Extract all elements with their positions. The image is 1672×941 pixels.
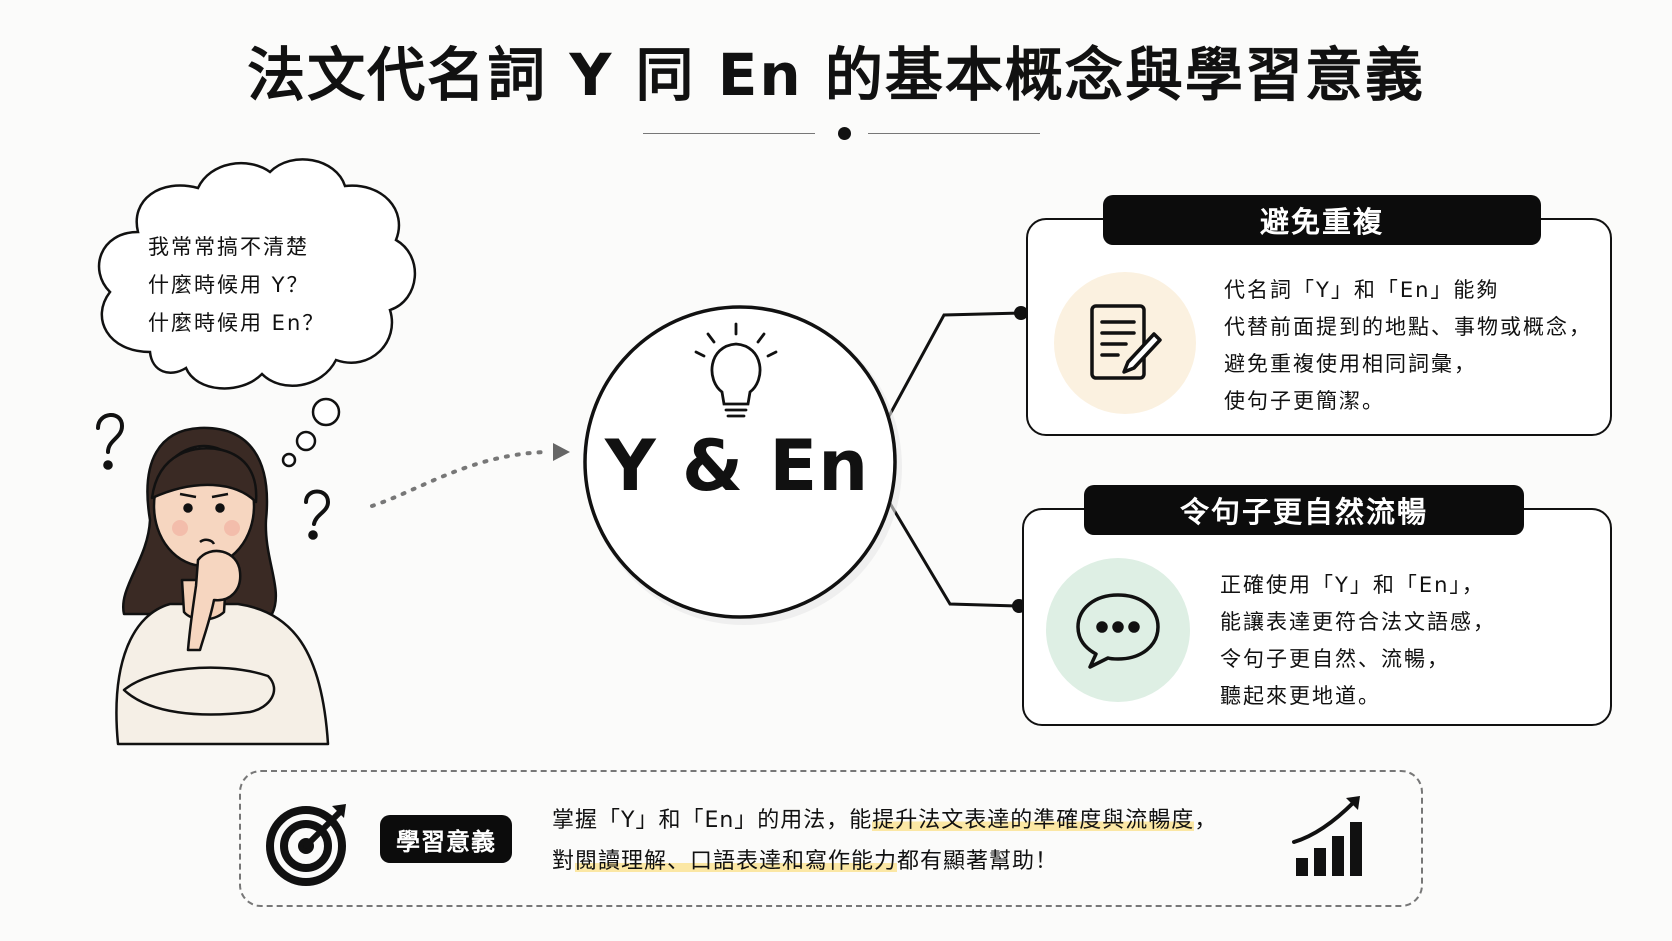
center-label: Y & En	[604, 425, 870, 507]
growth-chart-icon	[1290, 792, 1370, 878]
title-divider-left	[643, 133, 815, 134]
page-title: 法文代名詞 Y 同 En 的基本概念與學習意義	[247, 41, 1425, 109]
thought-line: 什麼時候用 En？	[148, 311, 326, 335]
thought-cloud	[97, 158, 417, 468]
learning-meaning-text: 掌握「Y」和「En」的用法，能提升法文表達的準確度與流暢度， 對閱讀理解、口語表…	[552, 800, 1217, 882]
card-text-avoid-repetition: 代名詞「Y」和「En」能夠 代替前面提到的地點、事物或概念， 避免重複使用相同詞…	[1224, 272, 1592, 420]
card-line: 代名詞「Y」和「En」能夠	[1224, 278, 1500, 302]
connector-dot-top	[1014, 306, 1028, 320]
meaning-highlight: 閱讀理解、口語表達和寫作能力	[575, 849, 898, 874]
card-line: 使句子更簡潔。	[1224, 389, 1385, 413]
meaning-line-1: 掌握「Y」和「En」的用法，能提升法文表達的準確度與流暢度，	[552, 800, 1217, 841]
meaning-text-part: 掌握「Y」和「En」的用法，能	[552, 808, 873, 833]
connector-lines	[886, 311, 1021, 608]
meaning-line-2: 對閱讀理解、口語表達和寫作能力都有顯著幫助！	[552, 841, 1217, 882]
meaning-highlight: 提升法文表達的準確度與流暢度	[872, 808, 1195, 833]
card-line: 能讓表達更符合法文語感，	[1220, 610, 1496, 634]
card-line: 避免重複使用相同詞彙，	[1224, 352, 1477, 376]
card-line: 代替前面提到的地點、事物或概念，	[1224, 315, 1592, 339]
lightbulb-icon	[694, 322, 778, 418]
learning-meaning-badge: 學習意義	[380, 815, 512, 863]
card-text-natural-fluency: 正確使用「Y」和「En」， 能讓表達更符合法文語感， 令句子更自然、流暢， 聽起…	[1220, 567, 1496, 715]
card-tag-natural-fluency: 令句子更自然流暢	[1084, 485, 1524, 535]
title-divider-right	[868, 133, 1040, 134]
dotted-arrow	[370, 443, 570, 508]
question-mark-icon	[96, 413, 331, 540]
thinking-woman-illustration	[115, 426, 330, 746]
thought-line: 什麼時候用 Y？	[148, 273, 310, 297]
card-line: 正確使用「Y」和「En」，	[1220, 573, 1485, 597]
card-line: 令句子更自然、流暢，	[1220, 647, 1450, 671]
meaning-text-part: 對	[552, 849, 576, 874]
speech-bubble-icon	[1046, 558, 1190, 702]
document-pencil-icon	[1054, 272, 1196, 414]
thought-bubble-text: 我常常搞不清楚 什麼時候用 Y？ 什麼時候用 En？	[148, 228, 368, 342]
meaning-text-part: 都有顯著幫助！	[897, 849, 1059, 874]
center-node	[583, 305, 902, 625]
card-tag-avoid-repetition: 避免重複	[1103, 195, 1541, 245]
target-dart-icon	[266, 798, 354, 886]
card-line: 聽起來更地道。	[1220, 684, 1381, 708]
title-divider-dot	[838, 127, 851, 140]
meaning-text-part: ，	[1194, 808, 1218, 833]
thought-line: 我常常搞不清楚	[148, 235, 309, 259]
